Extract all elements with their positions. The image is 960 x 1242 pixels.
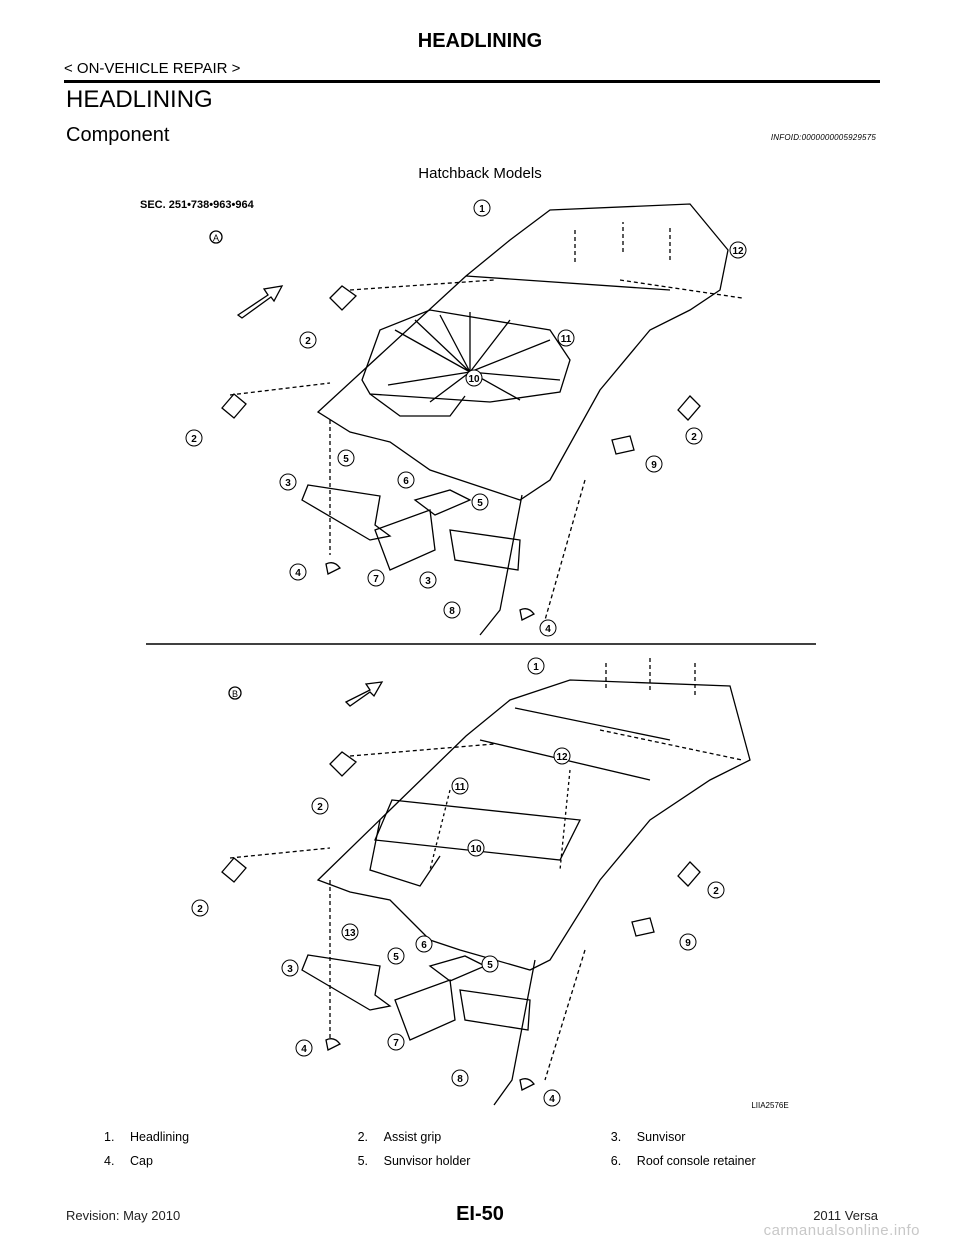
svg-text:5: 5 bbox=[343, 454, 349, 465]
svg-text:6: 6 bbox=[421, 940, 427, 951]
footer-model: 2011 Versa bbox=[813, 1208, 878, 1223]
svg-text:3: 3 bbox=[287, 964, 293, 975]
callout-b-5a: 5 bbox=[387, 947, 405, 965]
svg-text:9: 9 bbox=[685, 938, 691, 949]
callout-b-11: 11 bbox=[451, 777, 469, 795]
callout-a-1: 1 bbox=[473, 199, 491, 217]
sec-label: SEC. 251•738•963•964 bbox=[140, 199, 255, 211]
svg-text:12: 12 bbox=[556, 752, 568, 763]
svg-text:12: 12 bbox=[732, 246, 744, 257]
callout-a-11: 11 bbox=[557, 329, 575, 347]
svg-text:11: 11 bbox=[455, 782, 466, 793]
view-a-label: A bbox=[213, 233, 219, 243]
parts-legend: 1.Headlining 2.Assist grip 3.Sunvisor 4.… bbox=[104, 1124, 864, 1172]
callout-a-5b: 5 bbox=[471, 493, 489, 511]
callout-a-4a: 4 bbox=[289, 563, 307, 581]
callout-b-8: 8 bbox=[451, 1069, 469, 1087]
legend-item: 6.Roof console retainer bbox=[610, 1154, 756, 1168]
svg-text:4: 4 bbox=[549, 1094, 555, 1105]
svg-text:1: 1 bbox=[479, 204, 485, 215]
callout-b-2b: 2 bbox=[191, 899, 209, 917]
footer-revision: Revision: May 2010 bbox=[66, 1208, 181, 1223]
callout-a-2a: 2 bbox=[299, 331, 317, 349]
callout-a-12: 12 bbox=[729, 241, 747, 259]
subsection-title: Component bbox=[66, 124, 170, 146]
header-divider bbox=[64, 80, 880, 83]
footer-page-number: EI-50 bbox=[456, 1203, 504, 1225]
svg-text:5: 5 bbox=[393, 952, 399, 963]
view-b-label: B bbox=[232, 689, 238, 699]
svg-text:5: 5 bbox=[477, 498, 483, 509]
callout-b-4a: 4 bbox=[295, 1039, 313, 1057]
svg-text:2: 2 bbox=[317, 802, 323, 813]
legend-item: 1.Headlining bbox=[104, 1130, 190, 1144]
legend-item: 3.Sunvisor bbox=[610, 1130, 686, 1144]
svg-text:10: 10 bbox=[468, 374, 480, 385]
callout-a-10: 10 bbox=[465, 369, 483, 387]
svg-text:2: 2 bbox=[197, 904, 203, 915]
svg-text:10: 10 bbox=[470, 844, 482, 855]
svg-text:7: 7 bbox=[373, 574, 379, 585]
callout-a-3b: 3 bbox=[419, 571, 437, 589]
svg-text:4: 4 bbox=[295, 568, 301, 579]
legend-row: 1.Headlining 2.Assist grip 3.Sunvisor bbox=[104, 1124, 864, 1148]
callout-b-4b: 4 bbox=[543, 1089, 561, 1107]
svg-text:11: 11 bbox=[561, 334, 572, 345]
svg-text:9: 9 bbox=[651, 460, 657, 471]
callout-a-9: 9 bbox=[645, 455, 663, 473]
callout-a-2b: 2 bbox=[185, 429, 203, 447]
svg-text:3: 3 bbox=[285, 478, 291, 489]
callout-a-6: 6 bbox=[397, 471, 415, 489]
svg-text:6: 6 bbox=[403, 476, 409, 487]
svg-text:5: 5 bbox=[487, 960, 493, 971]
callout-b-2c: 2 bbox=[707, 881, 725, 899]
callout-b-7: 7 bbox=[387, 1033, 405, 1051]
header-subtitle: < ON-VEHICLE REPAIR > bbox=[64, 60, 241, 77]
legend-item: 2.Assist grip bbox=[357, 1130, 442, 1144]
callouts-view-a: 1 2 2 2 3 3 4 4 5 5 6 7 8 9 10 11 12 bbox=[185, 199, 747, 637]
svg-text:7: 7 bbox=[393, 1038, 399, 1049]
legend-row: 4.Cap 5.Sunvisor holder 6.Roof console r… bbox=[104, 1148, 864, 1172]
view-a: A bbox=[209, 203, 743, 636]
callout-b-2a: 2 bbox=[311, 797, 329, 815]
callout-a-8: 8 bbox=[443, 601, 461, 619]
svg-text:2: 2 bbox=[691, 432, 697, 443]
callout-b-9: 9 bbox=[679, 933, 697, 951]
legend-item: 5.Sunvisor holder bbox=[357, 1154, 471, 1168]
svg-text:2: 2 bbox=[713, 886, 719, 897]
callout-b-6: 6 bbox=[415, 935, 433, 953]
callout-b-13: 13 bbox=[341, 923, 359, 941]
figure-caption: Hatchback Models bbox=[418, 165, 542, 182]
legend-item: 4.Cap bbox=[104, 1154, 153, 1168]
info-id: INFOID:0000000005929575 bbox=[770, 133, 876, 142]
svg-text:2: 2 bbox=[305, 336, 311, 347]
callout-a-7: 7 bbox=[367, 569, 385, 587]
svg-text:2: 2 bbox=[191, 434, 197, 445]
svg-text:4: 4 bbox=[301, 1044, 307, 1055]
callout-a-4b: 4 bbox=[539, 619, 557, 637]
callout-b-10: 10 bbox=[467, 839, 485, 857]
svg-text:8: 8 bbox=[457, 1074, 463, 1085]
svg-text:8: 8 bbox=[449, 606, 455, 617]
svg-text:4: 4 bbox=[545, 624, 551, 635]
callout-b-1: 1 bbox=[527, 657, 545, 675]
watermark: carmanualsonline.info bbox=[763, 1222, 920, 1239]
svg-text:3: 3 bbox=[425, 576, 431, 587]
callout-a-2c: 2 bbox=[685, 427, 703, 445]
section-title: HEADLINING bbox=[66, 86, 213, 113]
view-b: B bbox=[221, 656, 751, 1106]
figure-id: LIIA2576E bbox=[751, 1101, 788, 1110]
header-title: HEADLINING bbox=[417, 30, 543, 52]
svg-text:1: 1 bbox=[533, 662, 539, 673]
callout-b-12: 12 bbox=[553, 747, 571, 765]
svg-text:13: 13 bbox=[344, 928, 356, 939]
callout-b-5b: 5 bbox=[481, 955, 499, 973]
callout-a-5a: 5 bbox=[337, 449, 355, 467]
headlining-diagram: SEC. 251•738•963•964 A 1 2 bbox=[140, 199, 816, 1110]
callouts-view-b: 1 2 2 2 3 4 4 5 5 6 7 8 9 10 11 12 13 bbox=[191, 657, 725, 1107]
callout-a-3a: 3 bbox=[279, 473, 297, 491]
callout-b-3: 3 bbox=[281, 959, 299, 977]
